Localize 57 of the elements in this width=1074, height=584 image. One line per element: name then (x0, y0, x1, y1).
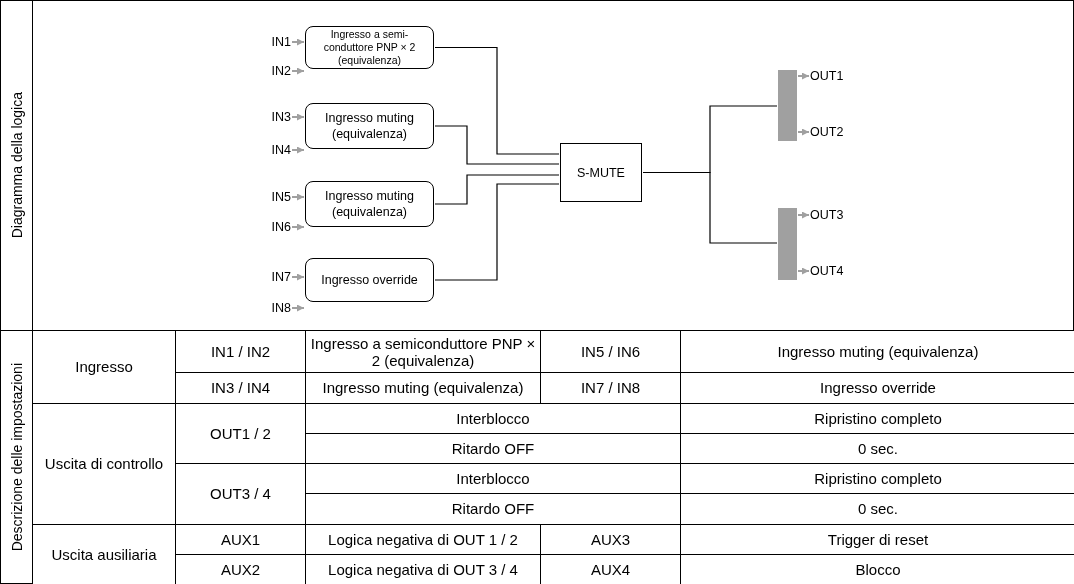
arrow (291, 146, 305, 154)
function-block: S-MUTE (560, 143, 642, 202)
row-header-cell: Uscita ausiliaria (32, 524, 176, 584)
row-header-cell: Ingresso (32, 330, 176, 404)
output-label: OUT1 (810, 68, 844, 84)
arrow (291, 38, 305, 46)
input-label: IN8 (271, 300, 291, 316)
connector-line (434, 174, 560, 205)
input-label: IN6 (271, 219, 291, 235)
table-cell: Interblocco (305, 403, 681, 434)
table-cell: Logica negativa di OUT 1 / 2 (305, 524, 541, 555)
table-cell: Ingresso muting (equivalenza) (680, 330, 1074, 373)
table-cell: IN1 / IN2 (175, 330, 306, 373)
connector-line (434, 46, 560, 155)
table-cell: Ritardo OFF (305, 433, 681, 464)
connector-line (642, 171, 778, 244)
arrow (291, 67, 305, 75)
table-cell: Ritardo OFF (305, 493, 681, 524)
output-bar (778, 70, 797, 141)
arrow (291, 304, 305, 312)
function-block: Ingresso override (305, 258, 434, 302)
input-label: IN4 (271, 142, 291, 158)
input-label: IN5 (271, 189, 291, 205)
arrow (291, 223, 305, 231)
section-heading: Descrizione delle impostazioni (9, 362, 25, 552)
table-cell: Interblocco (305, 463, 681, 494)
section-heading: Diagramma della logica (9, 91, 25, 239)
connector-line (434, 183, 560, 281)
arrow (291, 113, 305, 121)
output-label: OUT2 (810, 124, 844, 140)
table-cell: IN3 / IN4 (175, 372, 306, 404)
table-cell: AUX3 (540, 524, 681, 555)
arrow (797, 128, 810, 136)
arrow (797, 72, 810, 80)
input-label: IN2 (271, 63, 291, 79)
table-cell: IN7 / IN8 (540, 372, 681, 404)
input-label: IN1 (271, 34, 291, 50)
arrow (797, 267, 810, 275)
input-label: IN7 (271, 269, 291, 285)
table-cell: OUT1 / 2 (175, 403, 306, 464)
output-bar (778, 208, 797, 280)
table-cell: IN5 / IN6 (540, 330, 681, 373)
table-cell: OUT3 / 4 (175, 463, 306, 524)
row-header-cell: Uscita di controllo (32, 403, 176, 524)
table-cell: AUX1 (175, 524, 306, 555)
function-block: Ingresso muting (equivalenza) (305, 103, 434, 149)
arrow (291, 273, 305, 281)
table-cell: Ingresso muting (equivalenza) (305, 372, 541, 404)
function-block: Ingresso muting (equivalenza) (305, 181, 434, 227)
input-label: IN3 (271, 109, 291, 125)
arrow (797, 211, 810, 219)
output-label: OUT3 (810, 207, 844, 223)
arrow (291, 193, 305, 201)
table-cell: Ingresso a semiconduttore PNP × 2 (equivalenza) (305, 330, 541, 373)
function-block: Ingresso a semi-conduttore PNP × 2 (equivalenza) (305, 26, 434, 69)
connector-line (434, 125, 560, 165)
output-label: OUT4 (810, 263, 844, 279)
